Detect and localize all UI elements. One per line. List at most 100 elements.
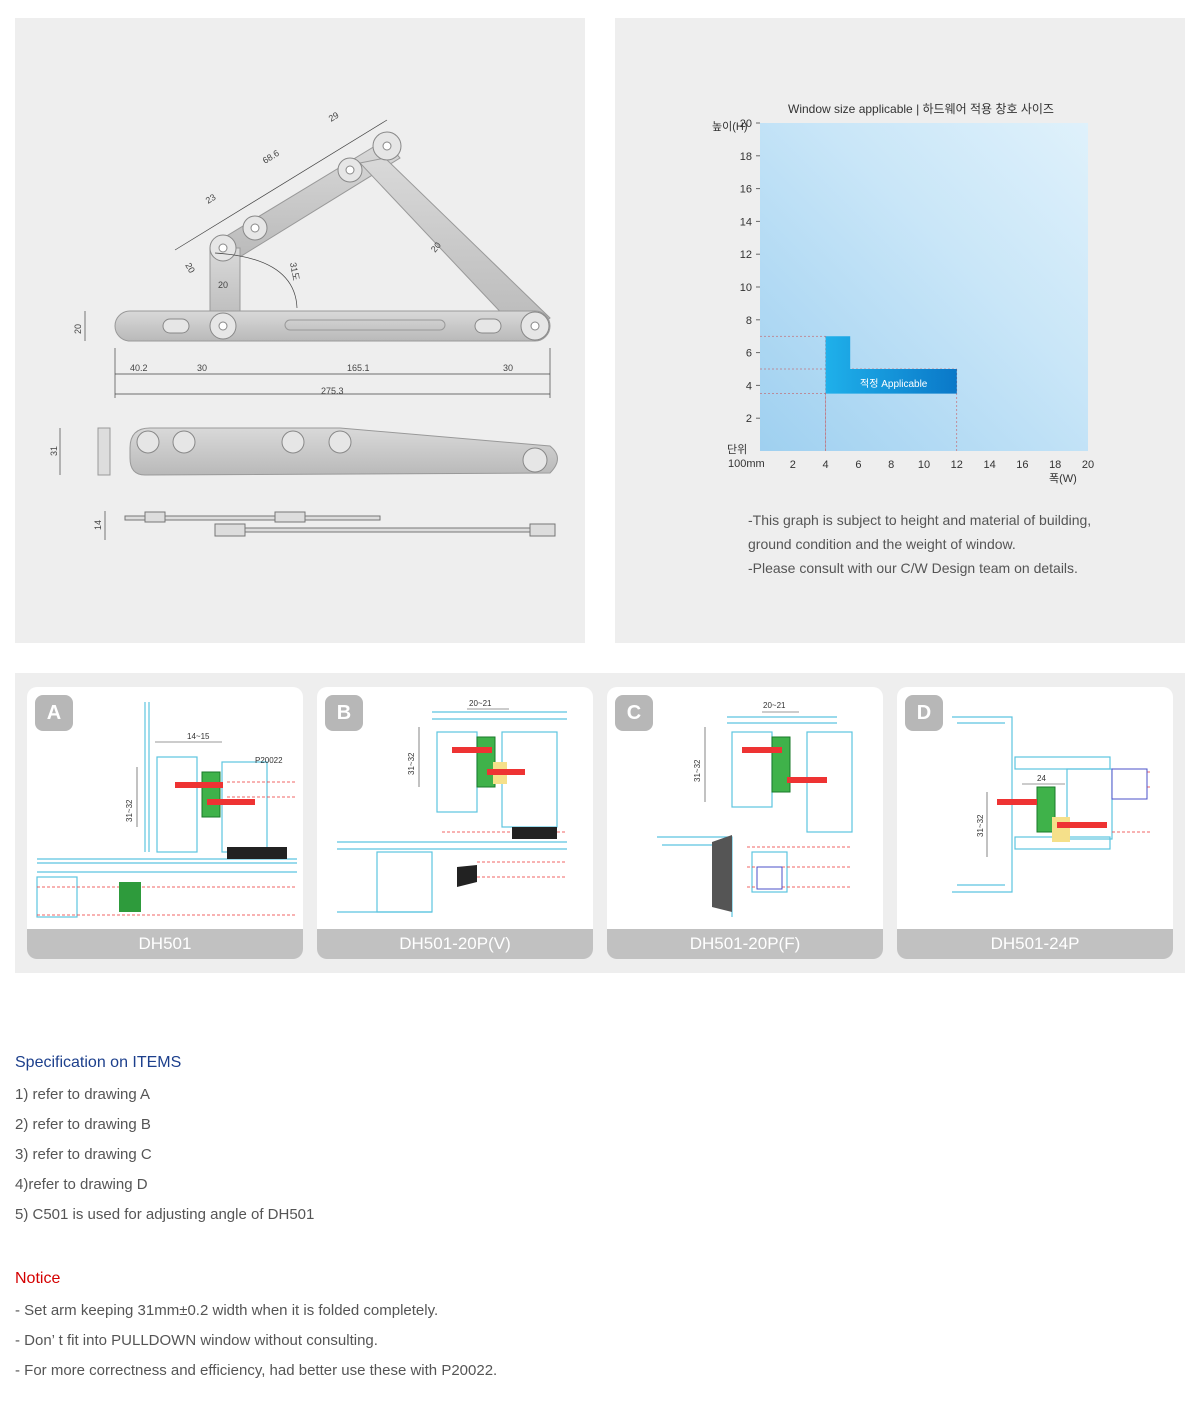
dim-23: 23 bbox=[204, 192, 218, 206]
x-tick-label: 8 bbox=[888, 459, 894, 471]
dim-20-right: 20 bbox=[429, 240, 443, 254]
screw-d2 bbox=[1057, 822, 1107, 828]
screw-c2 bbox=[787, 777, 827, 783]
y-tick-label: 14 bbox=[740, 216, 752, 228]
spec-item: 4)refer to drawing D bbox=[15, 1176, 148, 1193]
spec-item: 5) C501 is used for adjusting angle of D… bbox=[15, 1206, 315, 1223]
upper-link bbox=[214, 139, 401, 264]
spec-item: 1) refer to drawing A bbox=[15, 1086, 151, 1103]
window-size-graph-panel: Window size applicable | 하드웨어 적용 창호 사이즈 … bbox=[615, 18, 1185, 643]
unit-label-2: 100mm bbox=[728, 458, 765, 470]
gasket-b bbox=[476, 736, 496, 788]
block-a bbox=[119, 882, 141, 912]
spec-heading: Specification on ITEMS bbox=[15, 1054, 182, 1071]
dim-a2: 31~32 bbox=[125, 799, 134, 822]
dim-c1: 20~21 bbox=[763, 701, 786, 710]
spec-item: 3) refer to drawing C bbox=[15, 1146, 152, 1163]
y-tick-label: 20 bbox=[740, 118, 752, 130]
x-axis-label: 폭(W) bbox=[1049, 472, 1077, 485]
gasket-c bbox=[771, 736, 791, 793]
section-drawing-a: 14~15 31~32 P20022 bbox=[36, 702, 297, 918]
applicable-label: 적정 Applicable bbox=[860, 378, 928, 390]
dim-275-3: 275.3 bbox=[321, 386, 344, 396]
screw-a2 bbox=[207, 799, 255, 805]
x-tick-label: 14 bbox=[983, 459, 995, 471]
screw-b2 bbox=[487, 769, 525, 775]
dim-165-1: 165.1 bbox=[347, 363, 370, 373]
dim-29: 29 bbox=[327, 110, 341, 124]
window-size-chart: Window size applicable | 하드웨어 적용 창호 사이즈 … bbox=[712, 102, 1094, 485]
notice-item: - Don’ t fit into PULLDOWN window withou… bbox=[15, 1332, 378, 1349]
y-axis-label: 높이(H) bbox=[712, 120, 748, 133]
x-tick-label: 18 bbox=[1049, 459, 1061, 471]
y-tick-label: 2 bbox=[746, 413, 752, 425]
applicable-region bbox=[825, 336, 957, 394]
dim-68-6: 68.6 bbox=[261, 148, 281, 166]
diagonal-link bbox=[359, 157, 551, 339]
spacer-d bbox=[1052, 817, 1070, 842]
dim-20-left: 20 bbox=[73, 324, 83, 334]
dim-40-2: 40.2 bbox=[130, 363, 148, 373]
dim-20-top: 20 bbox=[183, 261, 197, 275]
insert-d bbox=[1111, 768, 1148, 800]
x-tick-label: 12 bbox=[951, 459, 963, 471]
y-tick-label: 8 bbox=[746, 315, 752, 327]
graph-note-1: -This graph is subject to height and mat… bbox=[748, 512, 1092, 528]
x-tick-label: 4 bbox=[823, 459, 829, 471]
dim-c2: 31~32 bbox=[693, 759, 702, 782]
dim-a1: 14~15 bbox=[187, 732, 210, 741]
graph-title: Window size applicable | 하드웨어 적용 창호 사이즈 bbox=[788, 102, 1054, 116]
insert-c bbox=[756, 866, 783, 890]
base-slot bbox=[284, 319, 446, 331]
x-tick-label: 20 bbox=[1082, 459, 1094, 471]
dim-30-a: 30 bbox=[197, 363, 207, 373]
drawing-caption-a: DH501 bbox=[27, 929, 303, 959]
gasket-d bbox=[1036, 786, 1056, 833]
seal-b bbox=[512, 827, 557, 839]
drawing-card-c: C 20~21 31~32 DH501-20P(F) bbox=[607, 687, 883, 959]
section-drawings-panel: A 14~15 31~32 P20022 bbox=[15, 673, 1185, 973]
dim-31: 31 bbox=[49, 446, 59, 456]
notice-item: - Set arm keeping 31mm±0.2 width when it… bbox=[15, 1302, 439, 1319]
notice-section: Notice - Set arm keeping 31mm±0.2 width … bbox=[15, 1270, 815, 1386]
section-drawing-c: 20~21 31~32 bbox=[657, 701, 853, 917]
x-tick-label: 2 bbox=[790, 459, 796, 471]
drawing-card-a: A 14~15 31~32 P20022 bbox=[27, 687, 303, 959]
y-tick-label: 16 bbox=[740, 184, 752, 196]
drawing-badge-a: A bbox=[35, 695, 73, 731]
clip-c bbox=[712, 835, 732, 912]
drawing-caption-c: DH501-20P(F) bbox=[607, 929, 883, 959]
drawing-badge-b: B bbox=[325, 695, 363, 731]
folded-side-view bbox=[97, 427, 111, 476]
y-tick-label: 6 bbox=[746, 348, 752, 360]
section-drawing-b: 20~21 31~32 bbox=[337, 699, 567, 913]
plot-area bbox=[760, 123, 1088, 451]
gasket-a bbox=[201, 771, 221, 818]
x-tick-label: 10 bbox=[918, 459, 930, 471]
drawing-badge-d: D bbox=[905, 695, 943, 731]
screw-b1 bbox=[452, 747, 492, 753]
unit-label-1: 단위 bbox=[727, 443, 747, 456]
drawing-card-d: D 24 31~32 DH501-24P bbox=[897, 687, 1173, 959]
y-tick-label: 4 bbox=[746, 380, 752, 392]
dim-31-degree: 31도 bbox=[288, 262, 301, 282]
y-tick-label: 12 bbox=[740, 249, 752, 261]
graph-notes: -This graph is subject to height and mat… bbox=[748, 508, 1168, 580]
spec-item: 2) refer to drawing B bbox=[15, 1116, 151, 1133]
arm-technical-drawing: 29 68.6 23 20 20 31도 20 20 40.2 30 165.1… bbox=[49, 110, 558, 540]
notice-heading: Notice bbox=[15, 1270, 61, 1287]
drawing-caption-b: DH501-20P(V) bbox=[317, 929, 593, 959]
graph-note-3: -Please consult with our C/W Design team… bbox=[748, 560, 1078, 576]
part-a: P20022 bbox=[255, 756, 283, 765]
graph-note-2: ground condition and the weight of windo… bbox=[748, 536, 1016, 552]
notice-item: - For more correctness and efficiency, h… bbox=[15, 1362, 498, 1379]
dim-d1: 24 bbox=[1037, 774, 1046, 783]
screw-c1 bbox=[742, 747, 782, 753]
dim-d2: 31~32 bbox=[976, 814, 985, 837]
clip-b bbox=[457, 865, 477, 887]
y-tick-label: 10 bbox=[740, 282, 752, 294]
dim-b2: 31~32 bbox=[407, 752, 416, 775]
drawing-card-b: B 20~21 31~32 DH50 bbox=[317, 687, 593, 959]
x-tick-label: 16 bbox=[1016, 459, 1028, 471]
section-drawing-d: 24 31~32 bbox=[952, 716, 1152, 893]
